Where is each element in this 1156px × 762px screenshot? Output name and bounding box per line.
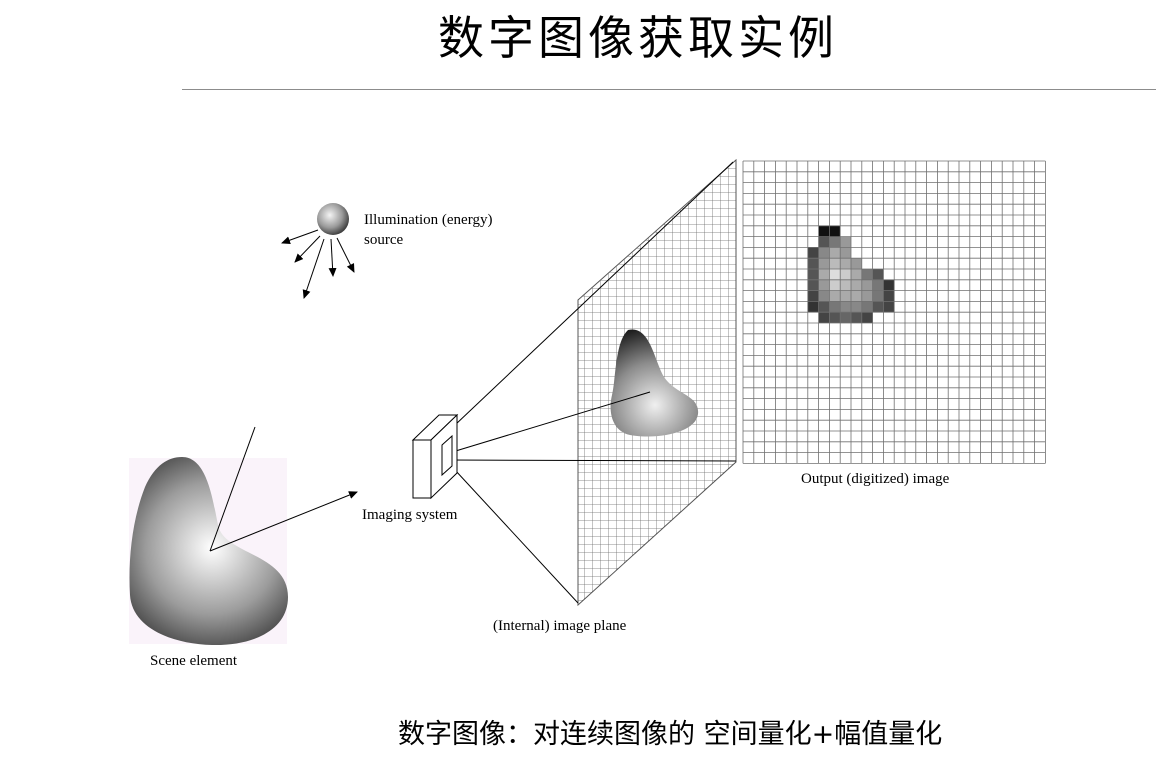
digitized-pixel [861,279,873,291]
light-ray [302,238,325,299]
title-divider [182,89,1156,90]
digitized-pixel [829,247,841,259]
projection-line [454,469,579,604]
digitized-pixel [840,247,851,259]
digitized-pixel [829,312,841,323]
digitized-pixel [851,279,862,291]
image-acquisition-diagram: Illumination (energy) source Scene eleme… [129,158,1046,669]
digitized-pixel [829,279,841,291]
digitized-pixel [840,258,851,269]
digitized-pixel [807,290,819,302]
digitized-pixel [840,236,851,248]
digitized-pixel [807,279,819,291]
imaging-system-icon [411,413,459,500]
imaging-system-label: Imaging system [362,507,458,523]
light-source-sphere-icon [317,203,349,235]
camera-box-front [412,439,432,499]
illumination-label-line2: source [364,232,403,248]
light-ray [281,229,319,245]
digitized-pixel [861,269,873,280]
digitized-pixel [840,301,851,313]
slide-caption: 数字图像：对连续图像的 空间量化+幅值量化 [398,719,943,750]
reflected-ray [209,491,358,552]
light-ray [336,237,355,273]
digitized-pixel [807,301,819,313]
digitized-pixel [829,290,841,302]
illumination-source [281,203,355,299]
digitized-pixel [851,269,862,280]
digitized-pixel [840,269,851,280]
digitized-pixel [829,236,841,248]
digitized-pixel [818,269,830,280]
digitized-pixel [818,225,830,237]
digitized-pixel [829,225,841,237]
projection-lines [448,161,737,604]
digitized-pixel [829,301,841,313]
illumination-label-line1: Illumination (energy) [364,212,492,228]
digitized-pixel [807,258,819,269]
digitized-pixel [840,279,851,291]
digitized-pixel [818,247,830,259]
camera-lens [441,434,453,477]
digitized-pixel [818,236,830,248]
digitized-pixel [851,290,862,302]
output-image-label: Output (digitized) image [801,471,950,487]
output-grid-lines [742,160,1046,464]
digitized-pixel [883,301,895,313]
digitized-pixel [818,301,830,313]
digitized-pixel [883,290,895,302]
digitized-pixel [872,301,884,313]
digitized-pixel [840,312,851,323]
digitized-pixel [807,247,819,259]
digitized-pixel [883,279,895,291]
page-title: 数字图像获取实例 [438,11,838,65]
digitized-pixel [861,312,873,323]
digitized-pixel [818,312,830,323]
digitized-pixel [861,301,873,313]
digitized-pixel [840,290,851,302]
projection-line [448,459,737,462]
projection-line [448,391,651,454]
digitized-pixel [872,279,884,291]
digitized-pixel [818,279,830,291]
scene-element-shape [129,457,288,646]
incident-ray [209,426,256,552]
digitized-pixel [872,269,884,280]
digitized-pixel [851,312,862,323]
internal-image-plane [577,158,737,607]
digitized-pixel [807,269,819,280]
light-ray [328,238,337,277]
digitized-pixel [861,290,873,302]
digitized-pixel [829,258,841,269]
scene-element-label: Scene element [150,653,238,669]
light-rays [281,229,355,299]
light-ray [294,235,321,263]
digitized-pixel [872,290,884,302]
internal-plane-label: (Internal) image plane [493,618,627,634]
digitized-pixel [829,269,841,280]
digitized-pixel [818,290,830,302]
digitized-pixel [851,258,862,269]
projection-line [454,161,734,426]
digitized-pixel [851,301,862,313]
projected-image-shape [610,329,699,437]
output-digitized-image [742,160,1046,464]
digitized-pixel [818,258,830,269]
